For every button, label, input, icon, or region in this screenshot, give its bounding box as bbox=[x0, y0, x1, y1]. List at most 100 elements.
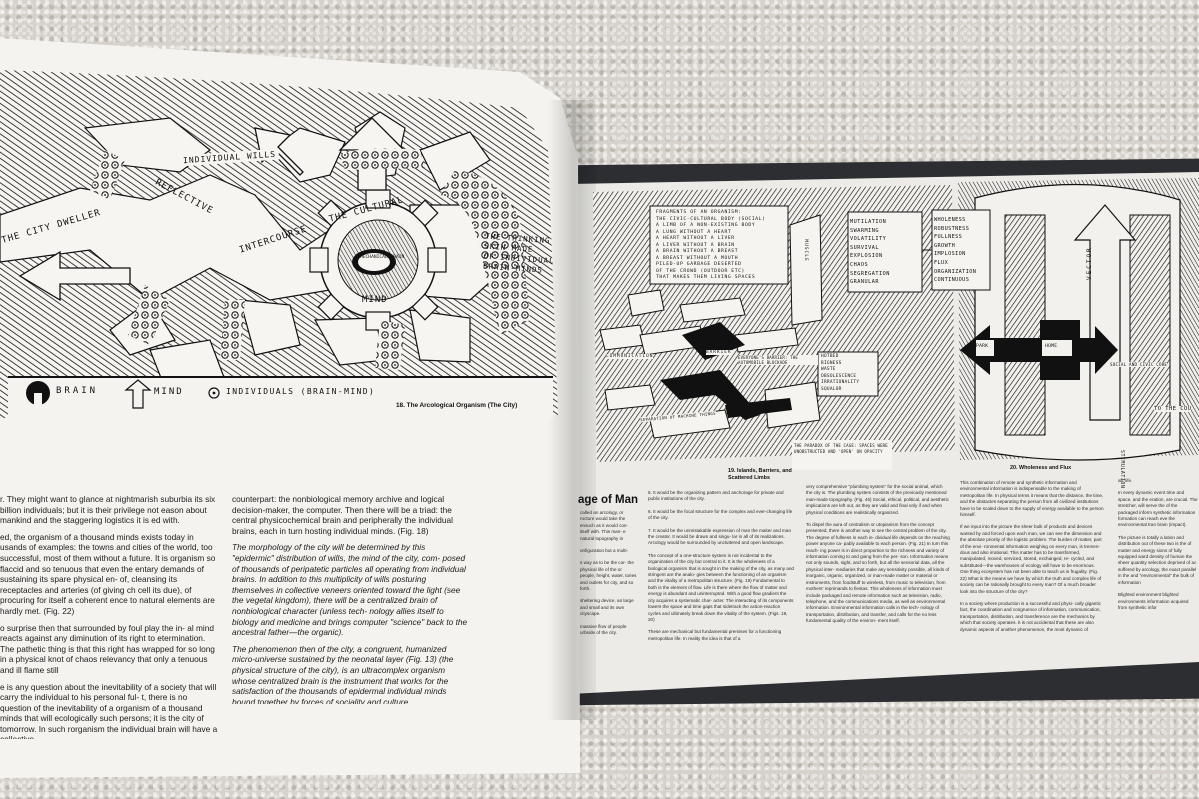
legend-individuals: INDIVIDUALS (BRAIN-MIND) bbox=[226, 387, 376, 396]
paragraph: 7. It would be the unmistakable expressi… bbox=[648, 527, 791, 546]
paragraph: r. They might want to glance at nightmar… bbox=[0, 494, 216, 526]
paragraph: o surprise then that surrounded by foul … bbox=[0, 622, 215, 675]
fig20-list-boxes bbox=[847, 209, 991, 293]
fig20-caption: 20. Wholeness and Flux bbox=[1010, 465, 1072, 471]
paragraph: Blighted environment blighted environmen… bbox=[1118, 592, 1189, 610]
paragraph: very comprehensive "plumbing system" for… bbox=[806, 484, 949, 515]
fig20-inner-shafts bbox=[1004, 214, 1171, 436]
paragraph: massive flow of people urbside of the ci… bbox=[580, 623, 627, 636]
mind-legend-icon bbox=[124, 379, 152, 409]
fig20-black-cross-arrows bbox=[960, 320, 1118, 380]
right-page-text-column-c: very comprehensive "plumbing system" for… bbox=[806, 484, 950, 682]
fig20-to-the-country-label: TO THE COU bbox=[1154, 406, 1192, 412]
fig19-block-islands bbox=[599, 214, 823, 439]
paragraph: 6. It would be the focal structure for t… bbox=[648, 508, 793, 521]
list-item: IMPLOSION bbox=[934, 251, 966, 258]
right-page-text-column-d: This combination of remote and synthetic… bbox=[960, 480, 1104, 680]
paragraph: sheltering device, an large and small an… bbox=[580, 598, 634, 617]
left-page-text-column-2: counterpart: the nonbiological memory ar… bbox=[232, 494, 468, 704]
ill-label: BIGNESS bbox=[821, 360, 842, 366]
list-item: EXPLOSION bbox=[850, 253, 883, 260]
fig20-right-list: WHOLENESS ROBUSTNESS FULLNESS GROWTH IMP… bbox=[934, 216, 976, 285]
list-item: ORGANIZATION bbox=[934, 268, 977, 275]
paragraph: In a society where production is a succe… bbox=[960, 600, 1101, 632]
paragraph: In every dynamic event time and space, a… bbox=[1118, 490, 1198, 528]
right-page-text-column-e: all: life. In every dynamic event time a… bbox=[1118, 478, 1198, 678]
right-page-text-column-b: 6. It would be the organizing pattern an… bbox=[648, 490, 794, 690]
paragraph: This combination of remote and synthetic… bbox=[960, 480, 1104, 518]
fig20-vector-label: VECTOR bbox=[1086, 246, 1093, 280]
ill-label: SQUALOR bbox=[821, 386, 842, 392]
fig20-civic-core-label: SOCIAL AND CIVIC CORE bbox=[1110, 362, 1168, 367]
right-page-text-column-a: called an arcology, or ructure would tak… bbox=[580, 510, 638, 660]
list-item: GRANULAR bbox=[850, 279, 879, 286]
list-item: ROBUSTNESS bbox=[934, 225, 970, 232]
fragment-line: THAT MAKES THEM LIVING SPACES bbox=[656, 275, 756, 280]
paragraph: counterpart: the nonbiological memory ar… bbox=[232, 494, 453, 536]
list-item: SEGREGATION bbox=[850, 270, 890, 277]
legend-brain: BRAIN bbox=[56, 386, 99, 396]
fig19-muscle-label: MUSCLE bbox=[802, 239, 808, 262]
paragraph: 6. It would be the organizing pattern an… bbox=[648, 490, 784, 502]
fragment-line: OF THE CROWD (OUTDOOR ETC) bbox=[656, 268, 745, 274]
section-heading: age of Man bbox=[578, 494, 639, 506]
legend-mind: MIND bbox=[154, 387, 184, 397]
fig18-flow-shapes bbox=[0, 111, 521, 389]
fig20-park-label: PARK bbox=[976, 344, 989, 349]
legend-icons bbox=[26, 379, 220, 409]
left-page-text-column-1: r. They might want to glance at nightmar… bbox=[0, 494, 218, 739]
list-item: SURVIVAL bbox=[850, 244, 879, 251]
paragraph: called an arcology, or ructure would tak… bbox=[580, 510, 629, 541]
paragraph: The phenomenon then of the city, a congr… bbox=[232, 643, 454, 704]
fig19-fragments-text: FRAGMENTS OF AN ORGANISM: THE CIVIC-CULT… bbox=[652, 208, 786, 284]
fig19-cage-note: THE PARADOX OF THE CAGE: SPACES WERE UNO… bbox=[794, 443, 888, 454]
label-thinking-skin: THE THINKING SKIN MADE OF INDIVIDUAL BRA… bbox=[483, 232, 556, 277]
fig19-note-box-bg bbox=[792, 440, 892, 470]
list-item: FULLNESS bbox=[934, 234, 963, 241]
fig19-text-box-bg bbox=[649, 205, 789, 285]
fragment-line: PILED-UP GARBAGE DESERTED bbox=[656, 262, 742, 267]
fig18-individual-circles bbox=[90, 148, 530, 370]
fragment-line: A LUNG WITHOUT A HEART bbox=[656, 229, 732, 235]
fig19-caption: 19. Islands, Barriers, and Scattered Lim… bbox=[728, 468, 792, 481]
paragraph: onfiguration but a multi- bbox=[580, 548, 629, 554]
list-item: WHOLENESS bbox=[934, 217, 966, 223]
fig18-legend-bar: BRAIN MIND INDIVIDUALS (BRAIN-MIND) 18. … bbox=[8, 376, 553, 418]
fragment-line: A BREAST WITHOUT A MOUTH bbox=[656, 255, 739, 261]
fragment-line: A BRAIN WITHOUT A BREAST bbox=[656, 249, 739, 254]
ill-label: HOTBED bbox=[821, 354, 839, 359]
paragraph: The morphology of the city will be deter… bbox=[232, 542, 468, 638]
paragraph: To dispel the aura of centralism or utop… bbox=[806, 522, 950, 624]
fig18-central-mind-gear bbox=[309, 189, 447, 331]
ill-label: OBSOLESCENCE bbox=[821, 373, 857, 379]
fig20-left-list: MUTILATION SWARMING VOLATILITY SURVIVAL … bbox=[850, 218, 890, 287]
label-mechanical-brain: MECHANICAL BRAIN bbox=[360, 255, 405, 260]
paragraph: These are mechanical but fundamental pre… bbox=[648, 629, 782, 641]
list-item: FLUX bbox=[934, 259, 949, 266]
list-item: VOLATILITY bbox=[850, 236, 887, 243]
fig20-home-label: HOME bbox=[1045, 344, 1058, 349]
ill-label: WASTE bbox=[821, 367, 836, 372]
fragment-line: A LIMB OF A NON-EXISTING BODY bbox=[656, 223, 756, 228]
list-item: CHAOS bbox=[850, 261, 869, 268]
fig19-automobile-label: EVERYONE'S BARRIER: THE AUTOMOBILE BLOCK… bbox=[738, 355, 818, 365]
paragraph: The concept of a one-structure system is… bbox=[648, 552, 794, 622]
paragraph: The picture is totally a lation and dist… bbox=[1118, 534, 1197, 585]
fragment-line: THE CIVIC-CULTURAL BODY (SOCIAL) bbox=[656, 216, 766, 222]
fragment-line: FRAGMENTS OF AN ORGANISM: bbox=[656, 210, 742, 215]
list-item: GROWTH bbox=[934, 242, 956, 249]
list-item: MUTILATION bbox=[850, 219, 887, 225]
label-mind: MIND bbox=[362, 295, 388, 305]
fig19-right-label-box-bg bbox=[817, 351, 879, 397]
individual-legend-icon bbox=[208, 387, 220, 399]
fig19-ills-list: HOTBED BIGNESS WASTE OBSOLESCENCE IRRATI… bbox=[821, 354, 859, 393]
ill-label: IRRATIONALITY bbox=[821, 380, 860, 385]
fragment-line: A LIVER WITHOUT A BRAIN bbox=[656, 242, 735, 248]
fig18-caption: 18. The Arcological Organism (The City) bbox=[396, 402, 518, 409]
fig19-barrier-label: BARRIER bbox=[706, 350, 732, 355]
paragraph: e is any question about the inevitabilit… bbox=[0, 681, 218, 740]
paragraph: If we input into the picture the sheer b… bbox=[960, 524, 1102, 594]
paragraph: s way as to be the cor- the physical lif… bbox=[580, 560, 637, 592]
list-item: CONTINUOUS bbox=[934, 277, 970, 284]
fig19-communication-label: COMMUNICATION bbox=[606, 354, 654, 359]
